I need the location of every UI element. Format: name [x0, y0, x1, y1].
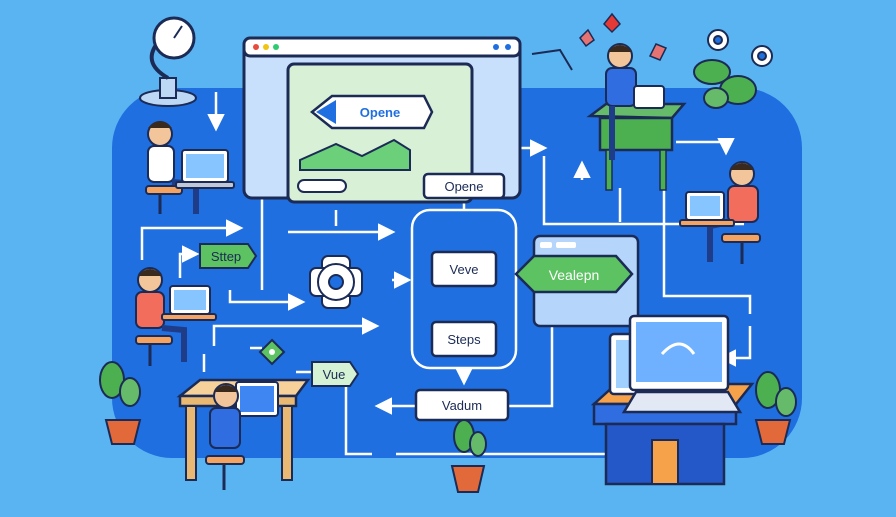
opene-arrow-text: Opene [360, 105, 400, 120]
plant-icon [754, 371, 797, 445]
plant-icon [450, 419, 487, 493]
monitor-icon [608, 314, 743, 414]
laptop-icon [633, 85, 665, 109]
person-icon [145, 121, 199, 214]
node-sttep: Sttep [199, 243, 258, 269]
node-vadum-text: Vadum [442, 398, 482, 413]
node-vealepn: Vealepn [514, 254, 634, 294]
node-vealepn-text: Vealepn [549, 267, 600, 283]
plant-icon [693, 59, 757, 109]
gear-icon [707, 29, 773, 67]
laptop-icon [175, 149, 235, 189]
laptop-icon [679, 191, 735, 227]
gear-icon [309, 255, 363, 309]
person-icon [135, 267, 187, 366]
laptop-icon [235, 381, 279, 417]
laptop-icon [161, 285, 217, 321]
decor-shapes [531, 12, 668, 71]
node-veve: Veve [430, 250, 498, 288]
node-opene-text: Opene [444, 179, 483, 194]
plant-icon [99, 361, 142, 445]
node-vue-text: Vue [323, 367, 346, 382]
node-vue: Vue [311, 361, 360, 387]
person-icon [605, 43, 637, 160]
diamond-icon [258, 338, 286, 366]
person-icon [707, 161, 761, 264]
node-vadum: Vadum [414, 388, 510, 422]
opene-arrow-label: Opene [309, 94, 434, 130]
node-opene: Opene [422, 172, 506, 200]
person-icon [205, 383, 245, 490]
node-sttep-text: Sttep [211, 249, 241, 264]
node-steps-text: Steps [447, 332, 481, 347]
clock-lamp-icon [139, 16, 197, 107]
node-veve-text: Veve [450, 262, 479, 277]
node-steps: Steps [430, 320, 498, 358]
